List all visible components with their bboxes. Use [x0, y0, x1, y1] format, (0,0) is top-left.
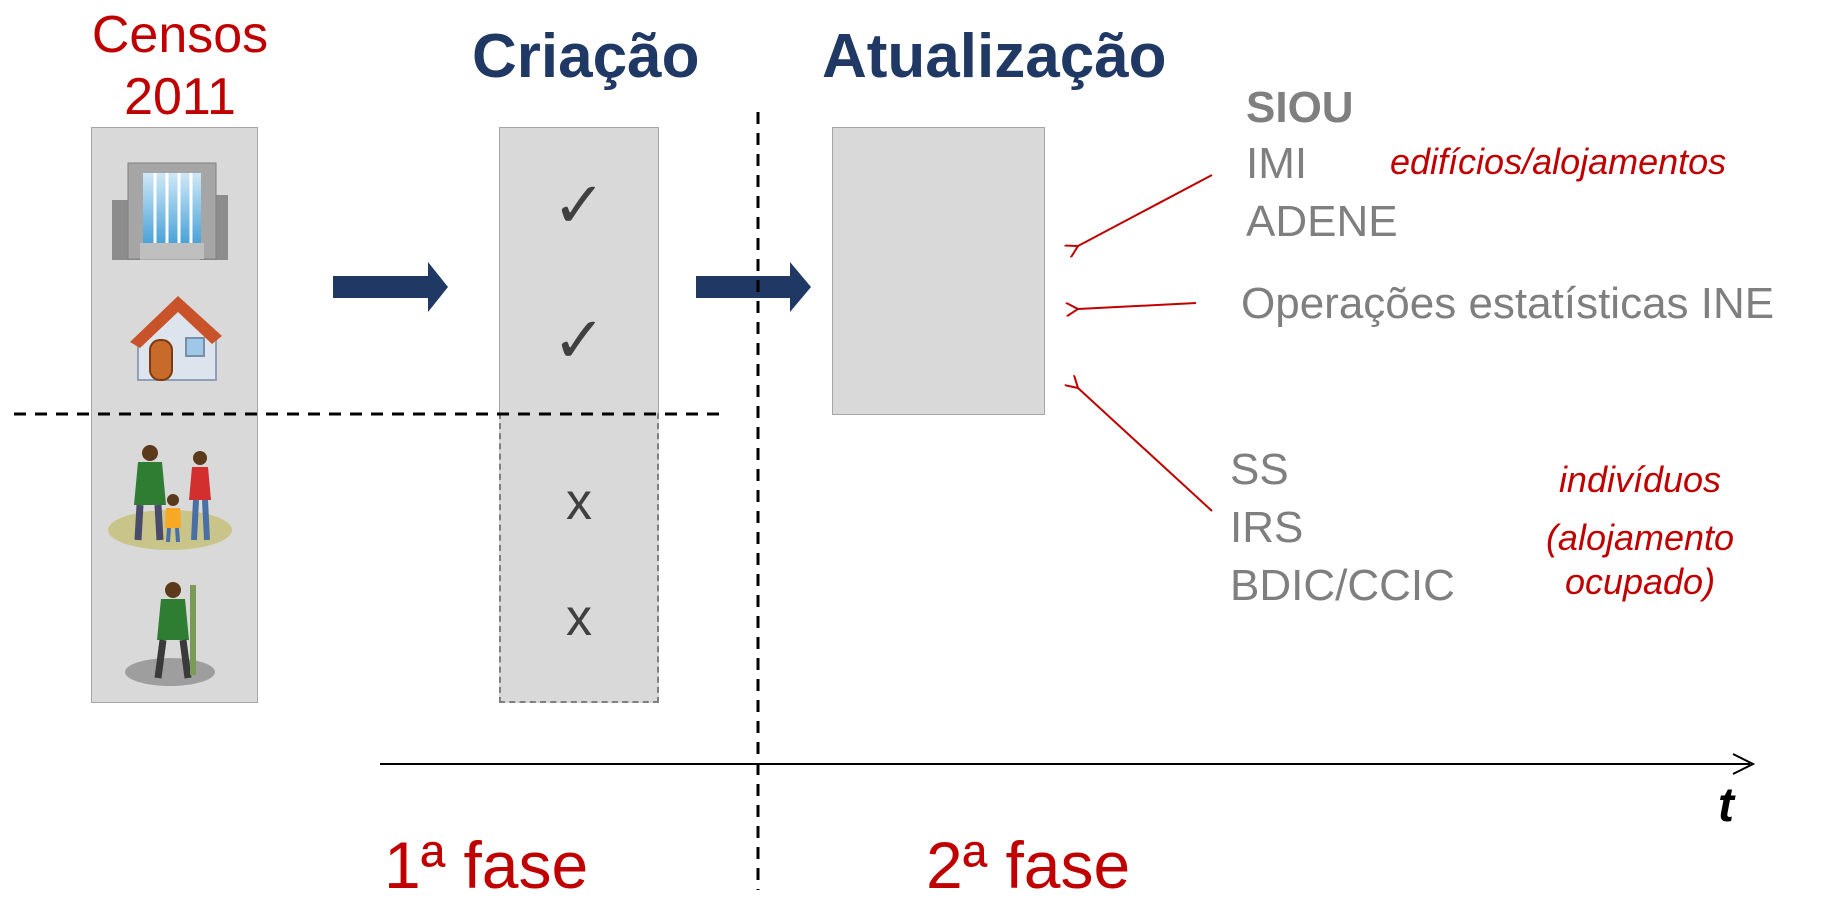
creation-box — [499, 127, 659, 414]
individuals-note: indivíduos (alojamento ocupado) — [1520, 458, 1760, 604]
census-title: Censos 2011 — [60, 4, 300, 128]
individuals-note-line3: ocupado) — [1564, 561, 1716, 602]
check-icon: ✓ — [552, 169, 606, 241]
source-ss: SS — [1230, 445, 1289, 494]
block-arrow-1 — [333, 262, 448, 312]
source-statistics: Operações estatísticas INE — [1241, 279, 1775, 328]
update-box — [832, 127, 1045, 415]
cross-mark: x — [566, 589, 592, 647]
arrow-individuals — [1078, 388, 1213, 512]
cross-mark: x — [566, 473, 592, 531]
source-irs: IRS — [1230, 503, 1304, 552]
creation-title: Criação — [472, 22, 700, 91]
block-arrow-2 — [696, 262, 811, 312]
family-icon — [108, 445, 232, 550]
source-bdic-ccic: BDIC/CCIC — [1230, 561, 1455, 610]
individuals-note-line2: (alojamento — [1545, 517, 1735, 558]
time-axis-label: t — [1718, 779, 1734, 832]
phase-1-label: 1ª fase — [384, 828, 589, 902]
census-title-line1: Censos — [91, 6, 269, 64]
time-axis-arrowhead — [1732, 753, 1756, 775]
source-imi: IMI — [1246, 139, 1308, 188]
update-title: Atualização — [822, 22, 1167, 91]
phase-2-label: 2ª fase — [926, 828, 1131, 902]
source-adene: ADENE — [1246, 197, 1398, 246]
individuals-note-line1: indivíduos — [1558, 459, 1722, 500]
person-icon — [125, 582, 215, 686]
arrow-statistics — [1078, 303, 1197, 309]
buildings-note: edifícios/alojamentos — [1390, 141, 1727, 182]
source-siou: SIOU — [1246, 83, 1354, 132]
house-icon — [130, 296, 222, 381]
creation-box-dashed — [499, 413, 659, 703]
arrow-buildings — [1078, 174, 1213, 246]
building-icon — [112, 162, 228, 260]
check-icon: ✓ — [552, 304, 606, 376]
census-title-line2: 2011 — [124, 68, 236, 126]
